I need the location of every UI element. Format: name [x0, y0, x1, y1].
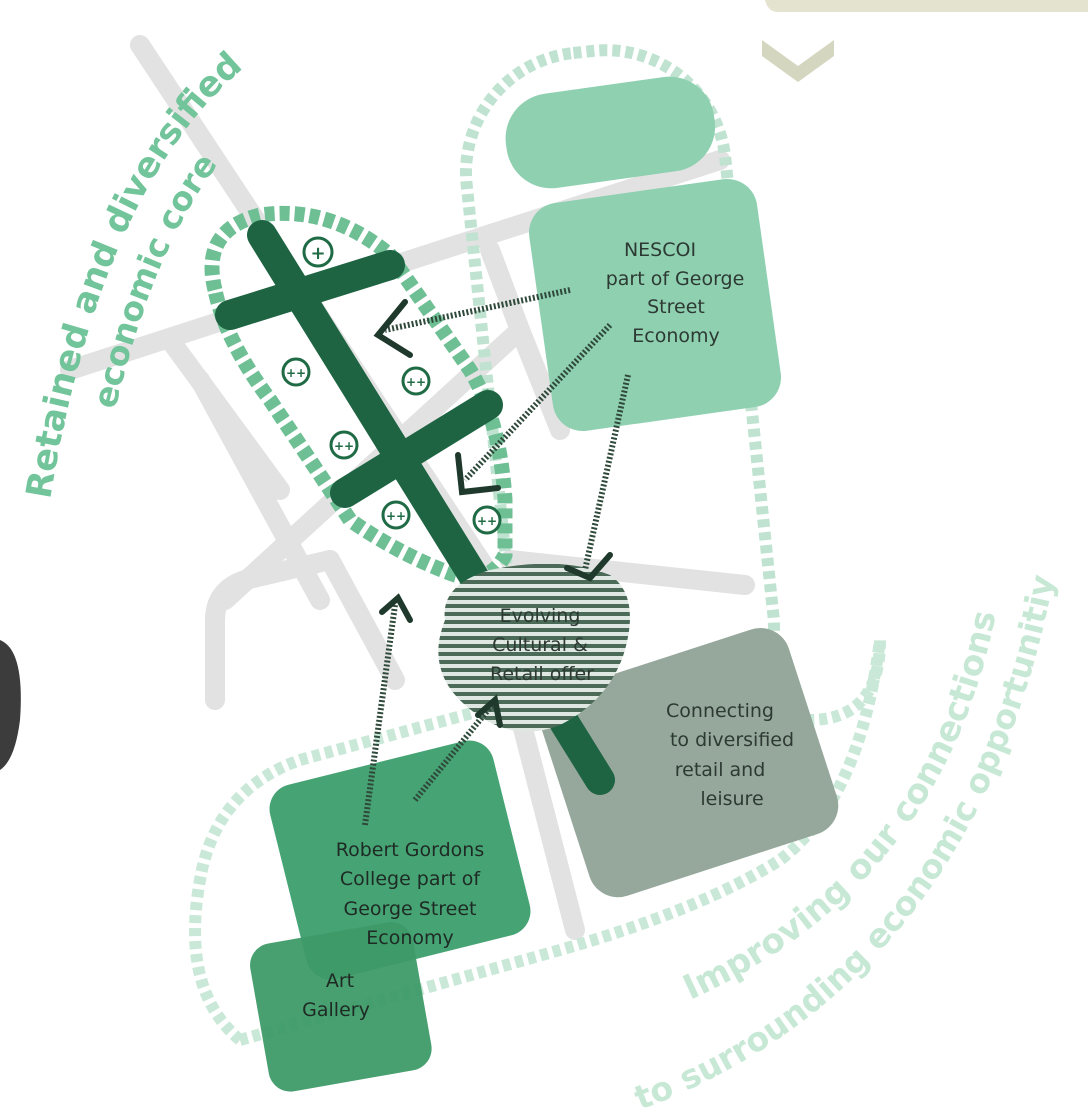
connecting-block[interactable] [532, 620, 846, 905]
robert-gordons-label-line: George Street [343, 898, 476, 920]
double-plus-icon: ++ [401, 366, 431, 396]
connector-arrows [362, 287, 631, 826]
connecting-label: Connecting to diversified retail and lei… [666, 700, 794, 810]
robert-gordons-block[interactable] [264, 735, 536, 985]
svg-text:++: ++ [334, 439, 354, 453]
art-gallery-block[interactable] [247, 919, 436, 1095]
cultural-label-line: Evolving [500, 605, 581, 627]
cultural-retail-blob[interactable] [438, 563, 630, 732]
nescoi-block-upper [505, 76, 716, 189]
nescoi-block[interactable] [525, 175, 785, 435]
svg-text:++: ++ [386, 509, 406, 523]
nescoi-label-line: Economy [632, 325, 720, 347]
cultural-label-line: Retail offer [490, 663, 594, 685]
connections-zone-outline-lower [238, 639, 886, 1046]
connecting-label-line: leisure [700, 788, 763, 810]
cultural-label-line: Cultural & [492, 634, 588, 656]
top-tab [765, 0, 1088, 12]
edge-shape [0, 640, 21, 770]
double-plus-icon: ++ [472, 505, 502, 535]
svg-text:++: ++ [286, 366, 306, 380]
robert-gordons-label-line: Economy [366, 927, 454, 949]
double-plus-icon: ++ [281, 357, 311, 387]
art-gallery-label-line: Gallery [302, 999, 370, 1021]
core-zone-outline [204, 205, 513, 585]
robert-gordons-label: Robert Gordons College part of George St… [336, 839, 484, 949]
double-plus-icon: ++ [381, 500, 411, 530]
connecting-label-line: Connecting [666, 700, 774, 722]
robert-gordons-label-line: College part of [340, 868, 482, 890]
connecting-label-line: to diversified [670, 729, 794, 751]
robert-gordons-label-line: Robert Gordons [336, 839, 484, 861]
double-plus-icon: ++ [329, 430, 359, 460]
svg-text:++: ++ [477, 514, 497, 528]
art-gallery-label: Art Gallery [302, 970, 370, 1021]
nescoi-label-line: Street [647, 296, 705, 318]
chevron-down-icon[interactable] [762, 40, 834, 82]
art-gallery-label-line: Art [326, 970, 354, 992]
markers: + ++ ++ ++ ++ ++ [281, 236, 502, 535]
nescoi-label: NESCOI part of George Street Economy [606, 239, 745, 347]
svg-text:+: + [310, 243, 325, 264]
svg-text:++: ++ [406, 375, 426, 389]
cultural-label: Evolving Cultural & Retail offer [490, 605, 594, 685]
plus-icon: + [302, 236, 334, 268]
arrowheads [373, 299, 613, 728]
connecting-label-line: retail and [675, 759, 766, 781]
nescoi-label-line: part of George [606, 268, 745, 290]
nescoi-label-line: NESCOI [624, 239, 696, 261]
